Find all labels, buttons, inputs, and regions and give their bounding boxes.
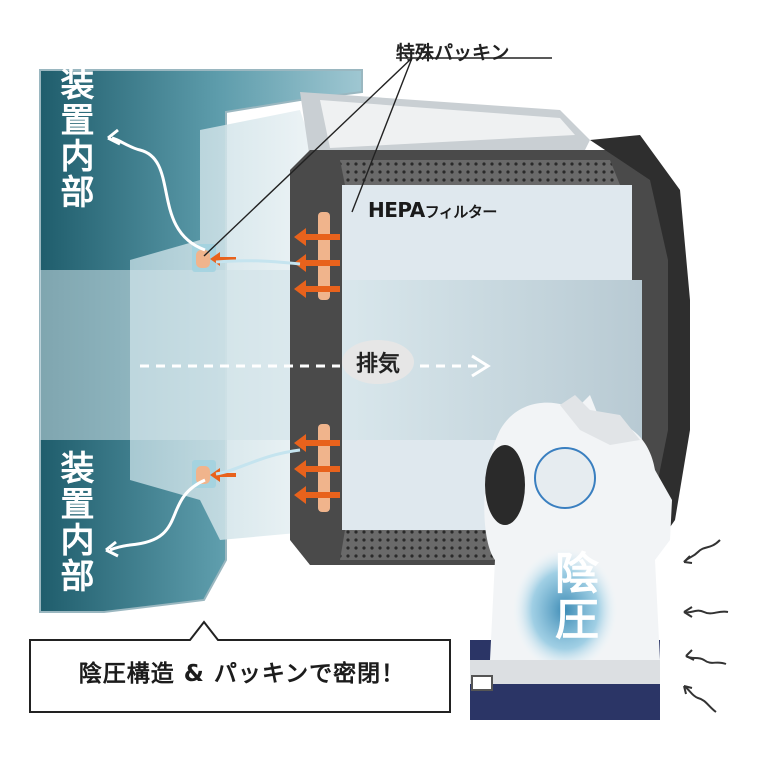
exhaust-label: 排気 <box>355 352 400 377</box>
housing-top <box>300 92 590 160</box>
device-inside-label-top: 装置内部 <box>54 66 94 210</box>
flow-arrow-icon <box>105 128 301 558</box>
squiggle-arrow-icon <box>683 539 729 713</box>
callout-text: 陰圧構造 & パッキンで密閉！ <box>78 661 406 687</box>
air-channel <box>40 110 330 540</box>
dotted-arrow-icon <box>140 340 491 384</box>
device-inside-label-bottom: 装置内部 <box>54 450 94 594</box>
packing-leader-lines <box>203 57 552 257</box>
hepa-filter-label: HEPAフィルター <box>368 198 497 222</box>
special-packing-label: 特殊パッキン <box>396 42 510 64</box>
negative-pressure-label: 陰圧 <box>547 550 598 642</box>
motor-unit <box>470 395 672 720</box>
hepa-sub-text: フィルター <box>424 203 498 221</box>
callout-bubble <box>29 620 451 713</box>
hepa-main-text: HEPA <box>368 198 425 222</box>
